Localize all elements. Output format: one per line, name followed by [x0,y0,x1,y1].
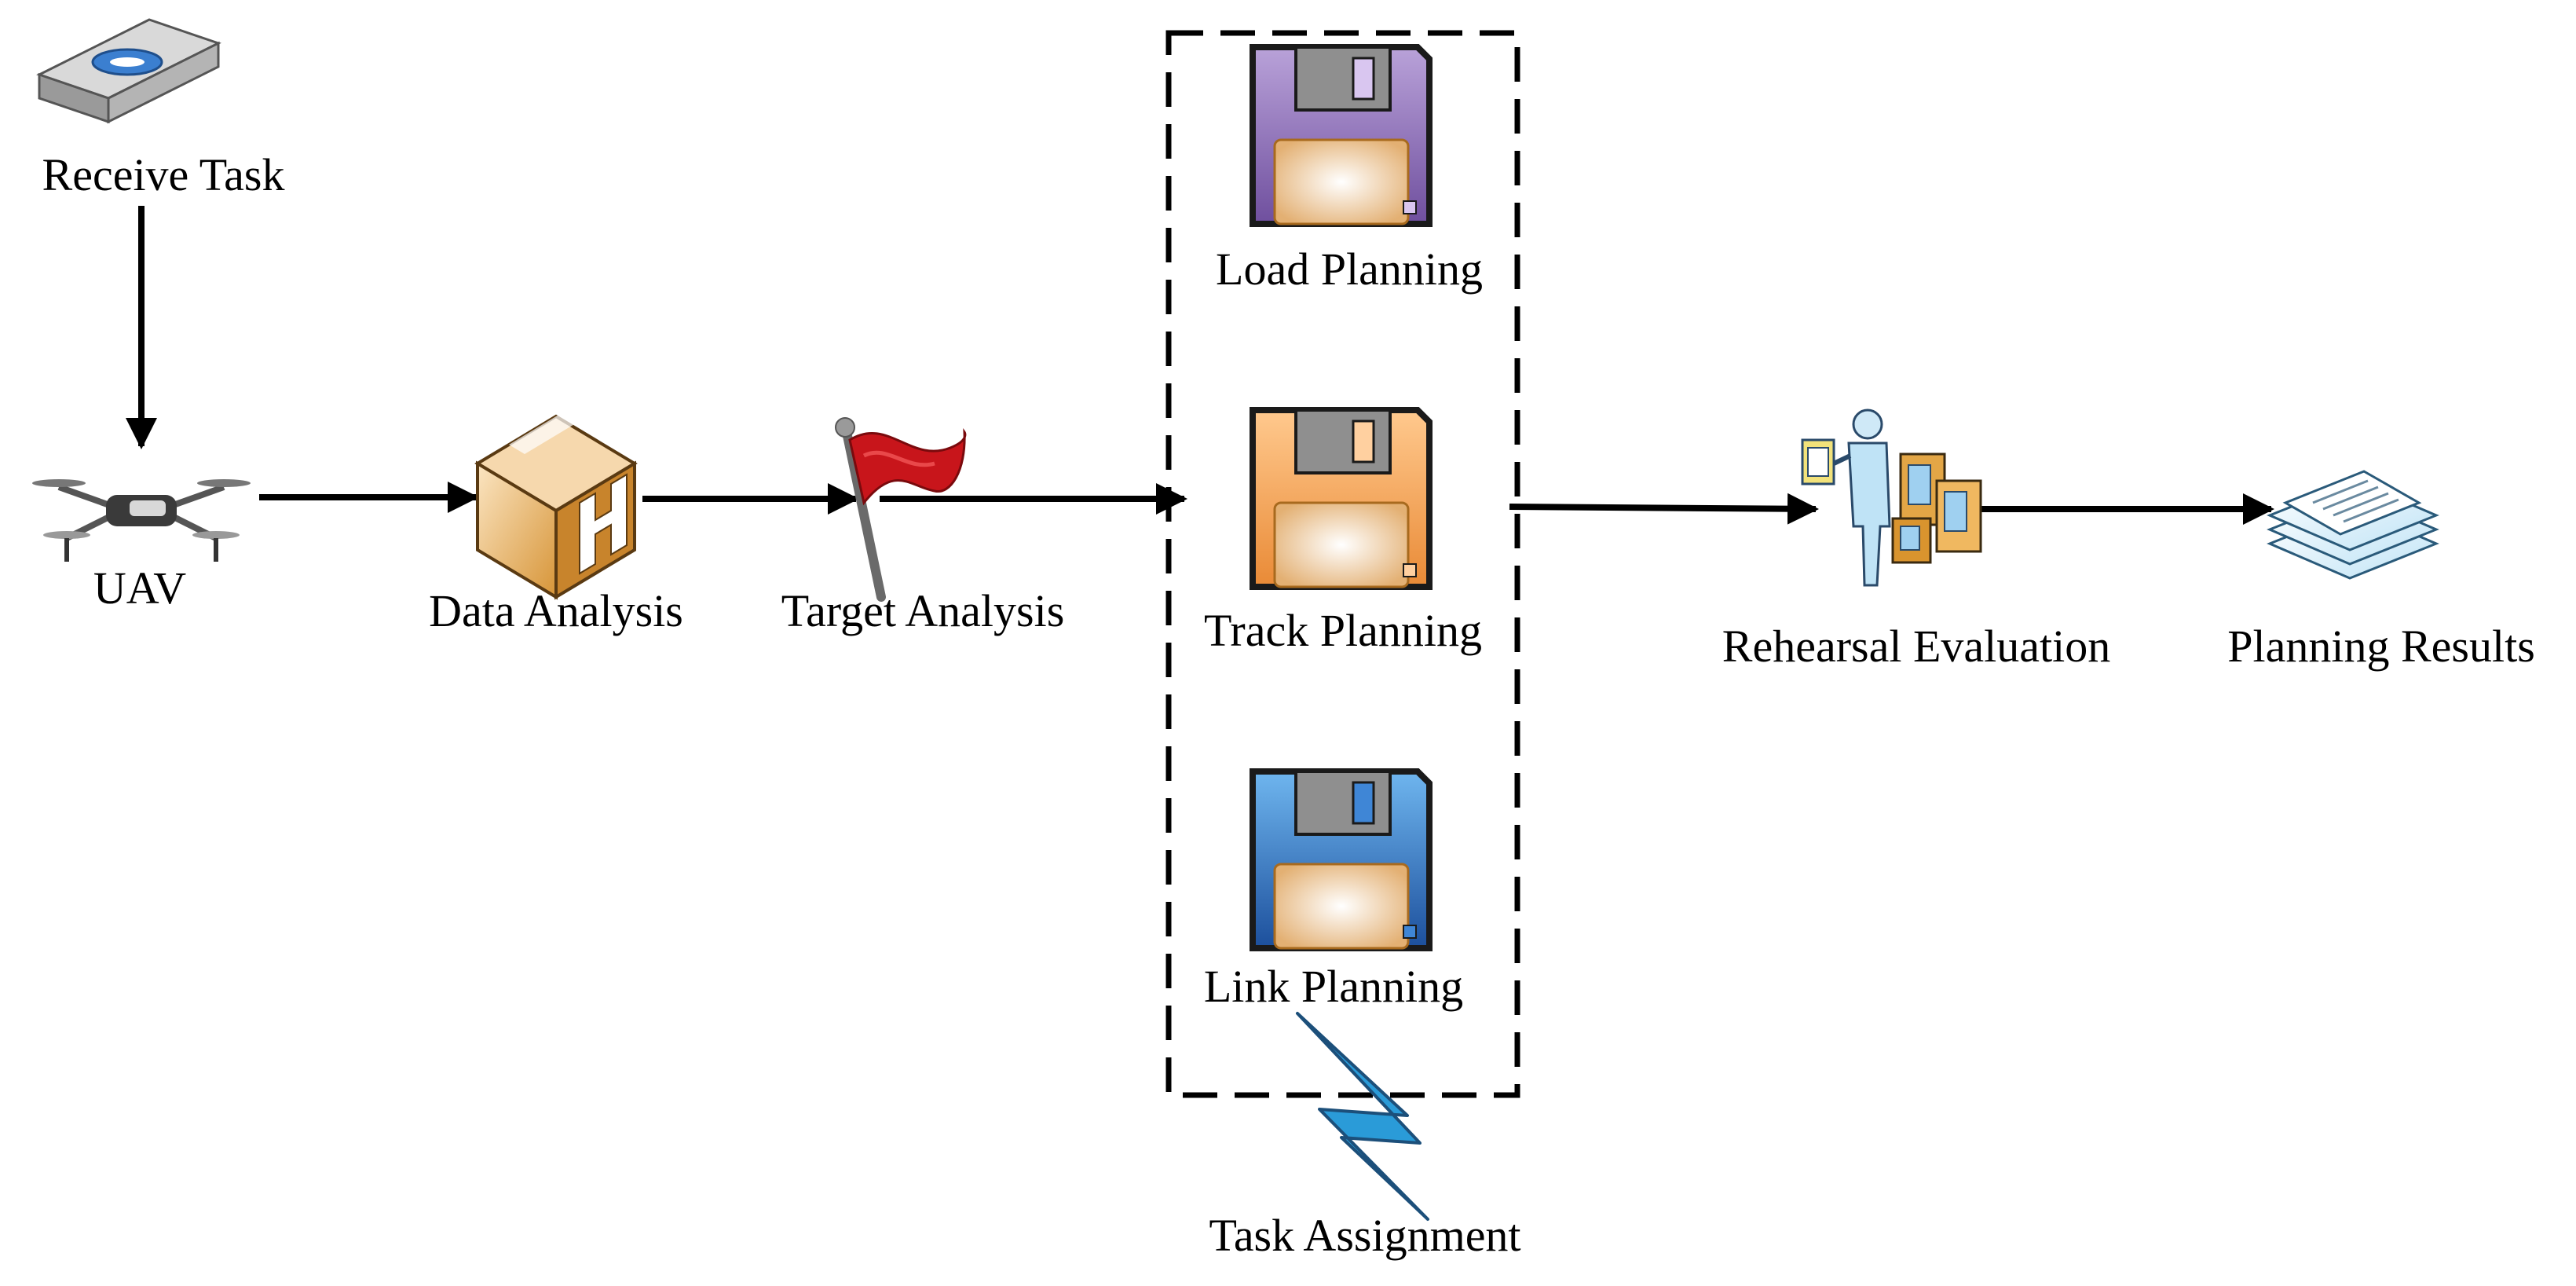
document-stack-icon [2267,470,2439,580]
arrow-group-to-rehearsal [1509,493,1819,525]
floppy-disk-blue-icon [1250,768,1433,951]
node-labels: Receive Task UAV Data Analysis Target An… [42,149,2535,1261]
floppy-disk-orange-icon [1250,407,1433,590]
tape-cartridge-icon [36,18,221,124]
floppy-disk-purple-icon [1250,44,1433,227]
task-assignment-label: Task Assignment [1209,1210,1520,1261]
receive-task-label: Receive Task [42,149,285,200]
uav-label: UAV [93,562,186,614]
rehearsal-evaluation-label: Rehearsal Evaluation [1722,621,2110,672]
task-assignment-group-box [1165,30,1520,1098]
red-flag-icon [835,417,967,602]
box-package-icon [474,398,638,600]
drone-icon [32,479,251,562]
connectors [126,206,2274,525]
load-planning-label: Load Planning [1216,244,1483,295]
person-with-servers-icon [1801,409,1982,587]
target-analysis-label: Target Analysis [781,585,1065,636]
link-planning-label: Link Planning [1204,961,1463,1012]
lightning-bolt-icon [1296,1012,1429,1221]
planning-results-label: Planning Results [2227,621,2535,672]
track-planning-label: Track Planning [1204,605,1482,656]
data-analysis-label: Data Analysis [429,585,683,636]
